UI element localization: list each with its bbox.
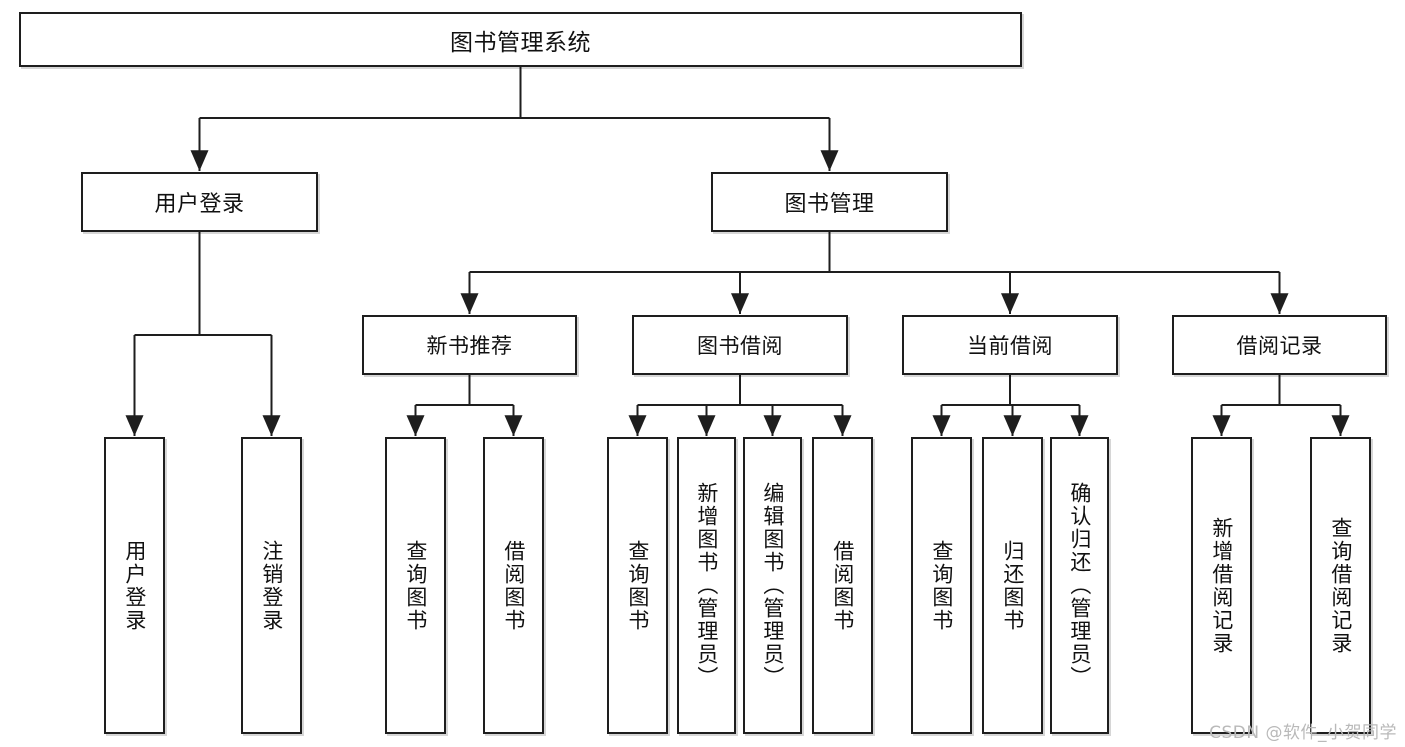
leaf-return-book-label: 归还图书 <box>1000 539 1025 632</box>
node-book-borrow[interactable]: 图书借阅 <box>632 315 848 375</box>
leaf-confirm-return-admin-label: 确认归还（管理员） <box>1067 482 1092 689</box>
leaf-edit-book-admin[interactable]: 编辑图书（管理员） <box>743 437 802 734</box>
node-book-management-label: 图书管理 <box>784 192 875 217</box>
node-root-label: 图书管理系统 <box>450 29 591 56</box>
leaf-edit-book-admin-label: 编辑图书（管理员） <box>760 482 785 689</box>
leaf-add-book-admin[interactable]: 新增图书（管理员） <box>677 437 736 734</box>
node-book-borrow-label: 图书借阅 <box>697 334 783 358</box>
node-new-book-recommend[interactable]: 新书推荐 <box>362 315 577 375</box>
leaf-logout[interactable]: 注销登录 <box>241 437 302 734</box>
leaf-borrow-book-recommend-label: 借阅图书 <box>501 539 526 632</box>
leaf-borrow-book[interactable]: 借阅图书 <box>812 437 873 734</box>
leaf-borrow-book-label: 借阅图书 <box>830 539 855 632</box>
node-borrow-record-label: 借阅记录 <box>1236 334 1323 358</box>
leaf-query-book-recommend[interactable]: 查询图书 <box>385 437 446 734</box>
leaf-query-book-recommend-label: 查询图书 <box>403 539 428 632</box>
node-new-book-recommend-label: 新书推荐 <box>426 334 513 358</box>
leaf-query-book-current[interactable]: 查询图书 <box>911 437 972 734</box>
node-user-login[interactable]: 用户登录 <box>81 172 318 232</box>
node-user-login-label: 用户登录 <box>154 192 245 217</box>
leaf-add-borrow-record-label: 新增借阅记录 <box>1209 516 1234 655</box>
leaf-confirm-return-admin[interactable]: 确认归还（管理员） <box>1050 437 1109 734</box>
leaf-query-book-current-label: 查询图书 <box>929 539 954 632</box>
leaf-user-login[interactable]: 用户登录 <box>104 437 165 734</box>
leaf-return-book[interactable]: 归还图书 <box>982 437 1043 734</box>
leaf-add-borrow-record[interactable]: 新增借阅记录 <box>1191 437 1252 734</box>
node-root[interactable]: 图书管理系统 <box>19 12 1022 67</box>
leaf-query-borrow-record[interactable]: 查询借阅记录 <box>1310 437 1371 734</box>
leaf-logout-label: 注销登录 <box>259 539 284 632</box>
node-borrow-record[interactable]: 借阅记录 <box>1172 315 1387 375</box>
node-current-borrow[interactable]: 当前借阅 <box>902 315 1118 375</box>
leaf-add-book-admin-label: 新增图书（管理员） <box>694 482 719 689</box>
leaf-query-book-borrow-label: 查询图书 <box>625 539 650 632</box>
leaf-borrow-book-recommend[interactable]: 借阅图书 <box>483 437 544 734</box>
node-current-borrow-label: 当前借阅 <box>967 334 1053 358</box>
leaf-query-book-borrow[interactable]: 查询图书 <box>607 437 668 734</box>
leaf-user-login-label: 用户登录 <box>122 539 147 632</box>
leaf-query-borrow-record-label: 查询借阅记录 <box>1328 516 1353 655</box>
node-book-management[interactable]: 图书管理 <box>711 172 948 232</box>
csdn-watermark: CSDN @软件_小贺同学 <box>1209 723 1397 743</box>
